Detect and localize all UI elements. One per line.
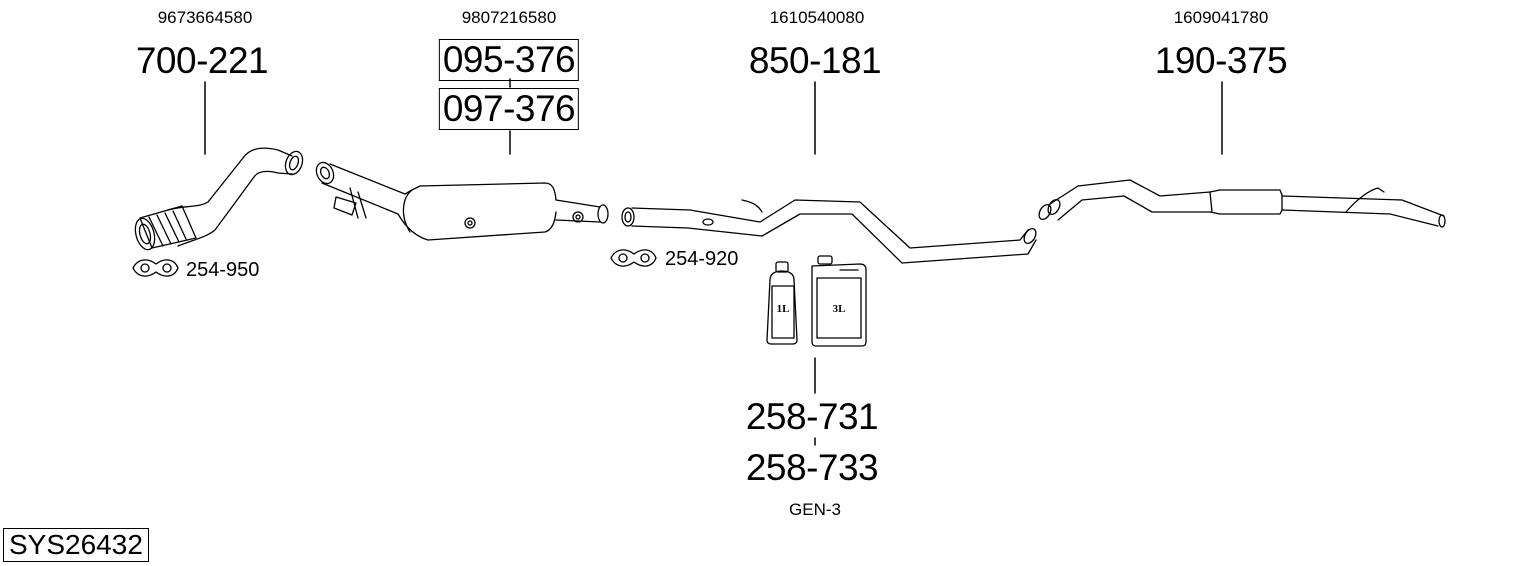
clamp-part-number[interactable]: 254-920	[665, 248, 739, 270]
part-number[interactable]: 097-376	[438, 88, 580, 130]
part-number[interactable]: 850-181	[748, 40, 882, 81]
front-pipe	[134, 147, 304, 251]
rear-silencer	[1038, 179, 1446, 228]
clamp-254-950	[132, 259, 179, 277]
part-number[interactable]: 258-733	[745, 447, 879, 488]
clamp-254-920	[610, 249, 657, 267]
fluid-canister-large-label: 3L	[833, 303, 846, 315]
fluid-bottle-small	[766, 261, 798, 345]
fluid-bottle-small-label: 1L	[777, 303, 790, 315]
leader-lines	[204, 78, 1223, 446]
oe-number: 1609041780	[1173, 8, 1269, 27]
part-number[interactable]: 258-731	[745, 396, 879, 437]
part-number[interactable]: 095-376	[438, 39, 580, 81]
catalytic-converter	[315, 161, 609, 241]
oe-number: 1610540080	[769, 8, 865, 27]
centre-pipe	[621, 199, 1037, 264]
part-number[interactable]: 190-375	[1154, 40, 1288, 81]
fluid-canister-large	[811, 255, 867, 347]
oe-number: 9807216580	[461, 8, 557, 27]
part-number[interactable]: 700-221	[135, 40, 269, 81]
system-id-badge: SYS26432	[3, 528, 149, 562]
clamp-part-number[interactable]: 254-950	[186, 259, 260, 281]
oe-number: 9673664580	[157, 8, 253, 27]
fluid-note: GEN-3	[789, 500, 841, 519]
